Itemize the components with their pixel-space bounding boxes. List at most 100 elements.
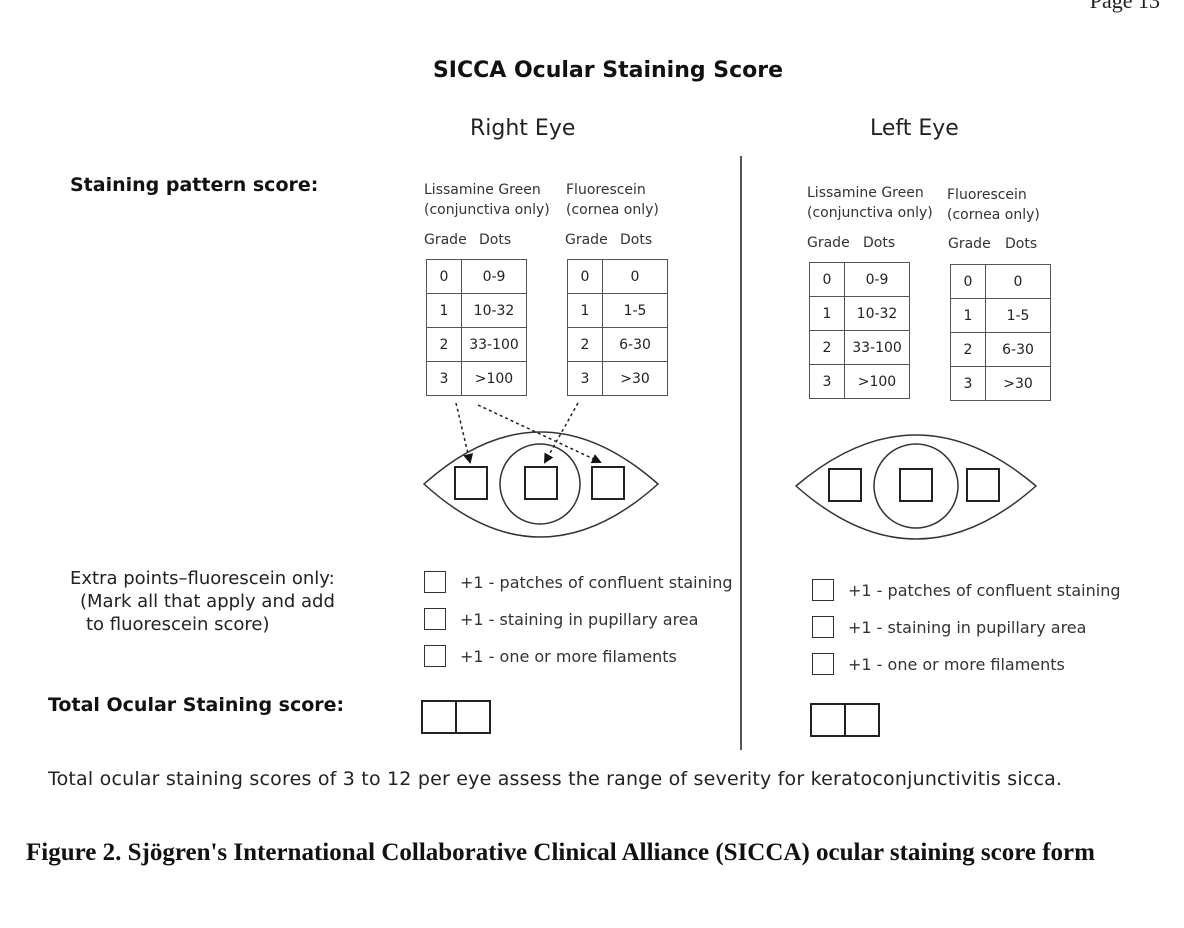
check-label: +1 - one or more filaments (848, 654, 1065, 674)
left-lissamine-grade-head: Grade (807, 235, 850, 251)
dots-cell: 6-30 (985, 332, 1051, 367)
form-title: SICCA Ocular Staining Score (432, 58, 784, 83)
table-row: 3>30 (950, 366, 1051, 401)
checkbox[interactable] (812, 579, 834, 601)
left-total-digit-1[interactable] (810, 703, 846, 737)
left-cornea-circle (873, 443, 959, 529)
right-lissamine-name: Lissamine Green (424, 182, 541, 198)
left-extra-pupillary[interactable]: +1 - staining in pupillary area (812, 608, 1121, 646)
right-total-score-boxes[interactable] (421, 700, 491, 734)
extra-points-note-1: (Mark all that apply and add (80, 591, 335, 612)
left-extra-confluent[interactable]: +1 - patches of confluent staining (812, 572, 1121, 608)
left-fluorescein-grade-head: Grade (948, 236, 991, 252)
left-extra-filaments[interactable]: +1 - one or more filaments (812, 646, 1121, 682)
checkbox[interactable] (424, 571, 446, 593)
right-extra-pupillary[interactable]: +1 - staining in pupillary area (424, 600, 733, 638)
left-total-score-boxes[interactable] (810, 703, 880, 737)
check-label: +1 - patches of confluent staining (460, 572, 733, 592)
right-lissamine-note: (conjunctiva only) (424, 202, 550, 218)
left-eye-title: Left Eye (870, 116, 959, 141)
page-number: Page 13 (1089, 0, 1160, 13)
dots-cell: 10-32 (461, 293, 527, 328)
grade-cell: 1 (809, 296, 845, 331)
dots-cell: 33-100 (844, 330, 910, 365)
left-total-digit-2[interactable] (846, 703, 880, 737)
left-fluorescein-heading: Fluorescein (cornea only) (947, 185, 1040, 225)
arrow-to-cornea (544, 402, 579, 464)
dots-cell: 10-32 (844, 296, 910, 331)
grade-cell: 1 (426, 293, 462, 328)
grade-cell: 0 (809, 262, 845, 297)
right-nasal-score-box[interactable] (591, 466, 625, 500)
extra-points-note-2: to fluorescein score) (86, 614, 270, 635)
table-row: 3>100 (809, 364, 910, 399)
dots-cell: 6-30 (602, 327, 668, 362)
left-fluorescein-note: (cornea only) (947, 207, 1040, 223)
arrow-to-nasal (477, 404, 602, 464)
right-total-digit-1[interactable] (421, 700, 457, 734)
grade-cell: 0 (567, 259, 603, 294)
right-lissamine-dots-head: Dots (479, 232, 512, 248)
grade-cell: 2 (950, 332, 986, 367)
check-label: +1 - staining in pupillary area (848, 617, 1087, 637)
right-cornea-score-box[interactable] (524, 466, 558, 500)
check-label: +1 - patches of confluent staining (848, 580, 1121, 600)
checkbox[interactable] (424, 645, 446, 667)
left-cornea-score-box[interactable] (899, 468, 933, 502)
checkbox[interactable] (812, 653, 834, 675)
right-eye-title: Right Eye (470, 116, 576, 141)
grade-cell: 1 (950, 298, 986, 333)
dots-cell: >100 (844, 364, 910, 399)
total-score-label: Total Ocular Staining score: (48, 694, 345, 716)
extra-points-label: Extra points–fluorescein only: (70, 568, 335, 589)
dots-cell: >100 (461, 361, 527, 396)
right-fluorescein-note: (cornea only) (566, 202, 659, 218)
dots-cell: >30 (602, 361, 668, 396)
checkbox[interactable] (424, 608, 446, 630)
right-fluorescein-grade-head: Grade (565, 232, 608, 248)
left-fluorescein-dots-head: Dots (1005, 236, 1038, 252)
right-fluorescein-name: Fluorescein (566, 182, 646, 198)
check-label: +1 - staining in pupillary area (460, 609, 699, 629)
dots-cell: 0 (985, 264, 1051, 299)
check-label: +1 - one or more filaments (460, 646, 677, 666)
left-lissamine-heading: Lissamine Green (conjunctiva only) (807, 183, 933, 223)
grade-cell: 3 (950, 366, 986, 401)
left-nasal-score-box[interactable] (828, 468, 862, 502)
checkbox[interactable] (812, 616, 834, 638)
figure-caption: Figure 2. Sjögren's International Collab… (26, 839, 1095, 866)
dots-cell: 1-5 (602, 293, 668, 328)
dots-cell: 0 (602, 259, 668, 294)
table-row: 3>100 (426, 361, 527, 396)
left-temporal-score-box[interactable] (966, 468, 1000, 502)
right-total-digit-2[interactable] (457, 700, 491, 734)
dots-cell: 0-9 (844, 262, 910, 297)
left-extra-points: +1 - patches of confluent staining +1 - … (812, 572, 1121, 682)
right-extra-filaments[interactable]: +1 - one or more filaments (424, 638, 733, 674)
right-extra-confluent[interactable]: +1 - patches of confluent staining (424, 564, 733, 600)
right-cornea-circle (499, 443, 581, 525)
dots-cell: 1-5 (985, 298, 1051, 333)
left-lissamine-name: Lissamine Green (807, 185, 924, 201)
arrow-to-temporal (455, 402, 474, 464)
right-temporal-score-box[interactable] (454, 466, 488, 500)
right-fluorescein-dots-head: Dots (620, 232, 653, 248)
right-lissamine-heading: Lissamine Green (conjunctiva only) (424, 180, 550, 220)
right-eye-outline (422, 431, 660, 538)
right-extra-points: +1 - patches of confluent staining +1 - … (424, 564, 733, 674)
